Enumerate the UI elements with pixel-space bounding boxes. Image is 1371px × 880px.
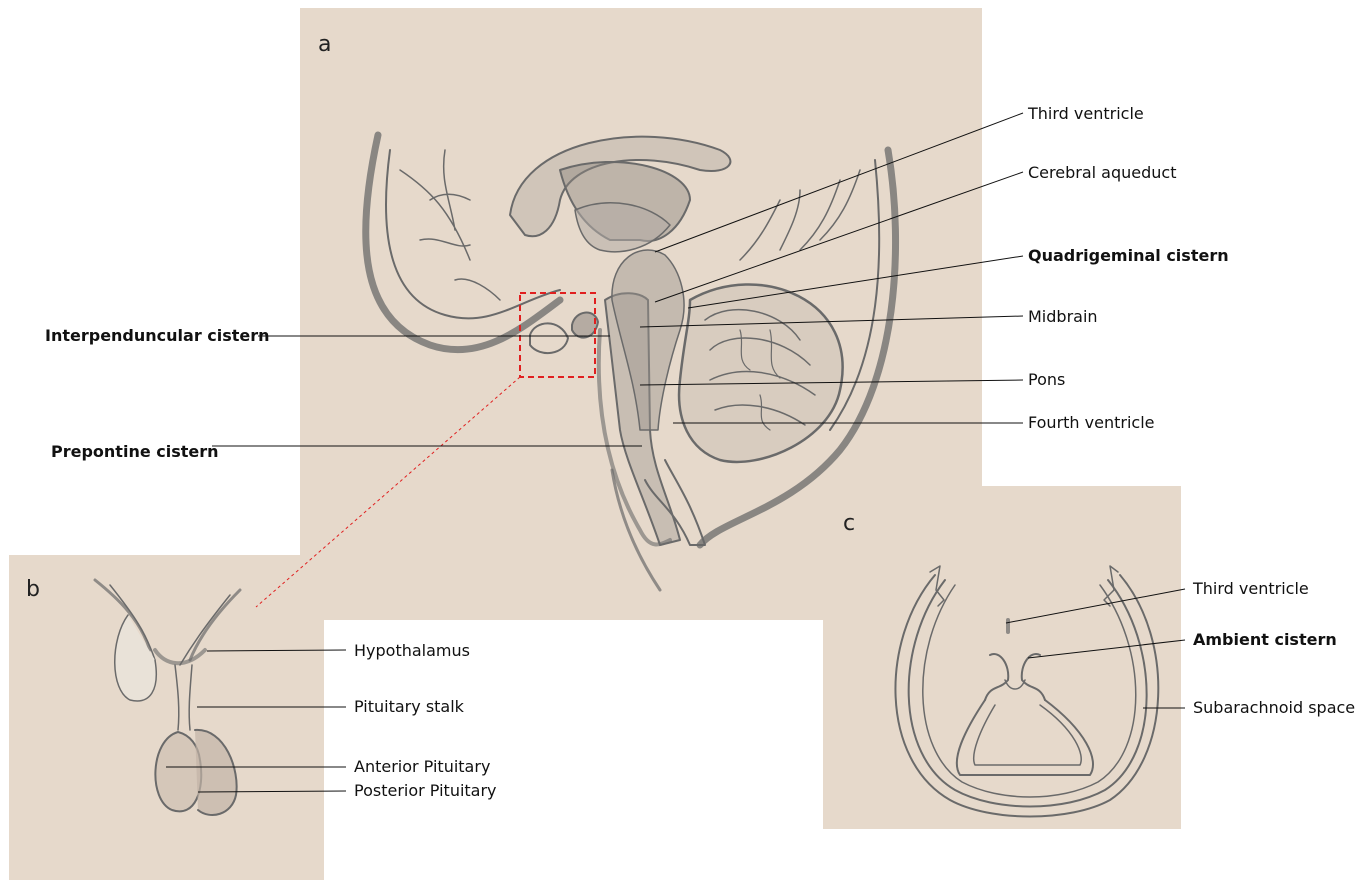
label-quadrigeminal-cistern: Quadrigeminal cistern	[1028, 246, 1229, 265]
label-cerebral-aqueduct: Cerebral aqueduct	[1028, 163, 1176, 182]
leader-third-ventricle-c	[1006, 589, 1185, 623]
axial-cistern-sketch	[895, 566, 1158, 817]
label-anterior-pituitary: Anterior Pituitary	[354, 757, 490, 776]
label-midbrain: Midbrain	[1028, 307, 1098, 326]
label-posterior-pituitary: Posterior Pituitary	[354, 781, 497, 800]
label-ambient-cistern: Ambient cistern	[1193, 630, 1337, 649]
leader-third-ventricle-a	[655, 113, 1023, 252]
leader-cerebral-aqueduct	[655, 172, 1023, 302]
label-prepontine-cistern: Prepontine cistern	[51, 442, 219, 461]
label-pituitary-stalk: Pituitary stalk	[354, 697, 464, 716]
sagittal-brain-sketch	[366, 135, 896, 590]
label-hypothalamus: Hypothalamus	[354, 641, 470, 660]
leader-quadrigeminal-cistern	[688, 256, 1023, 308]
label-third-ventricle-c: Third ventricle	[1193, 579, 1309, 598]
label-pons: Pons	[1028, 370, 1065, 389]
label-interpeduncular-cistern: Interpenduncular cistern	[45, 326, 270, 345]
leader-hypothalamus	[207, 650, 346, 651]
pituitary-sketch	[95, 580, 240, 815]
label-fourth-ventricle: Fourth ventricle	[1028, 413, 1154, 432]
label-third-ventricle-a: Third ventricle	[1028, 104, 1144, 123]
inset-connector	[256, 377, 520, 607]
label-subarachnoid-space: Subarachnoid space	[1193, 698, 1355, 717]
leader-ambient-cistern	[1028, 640, 1185, 658]
